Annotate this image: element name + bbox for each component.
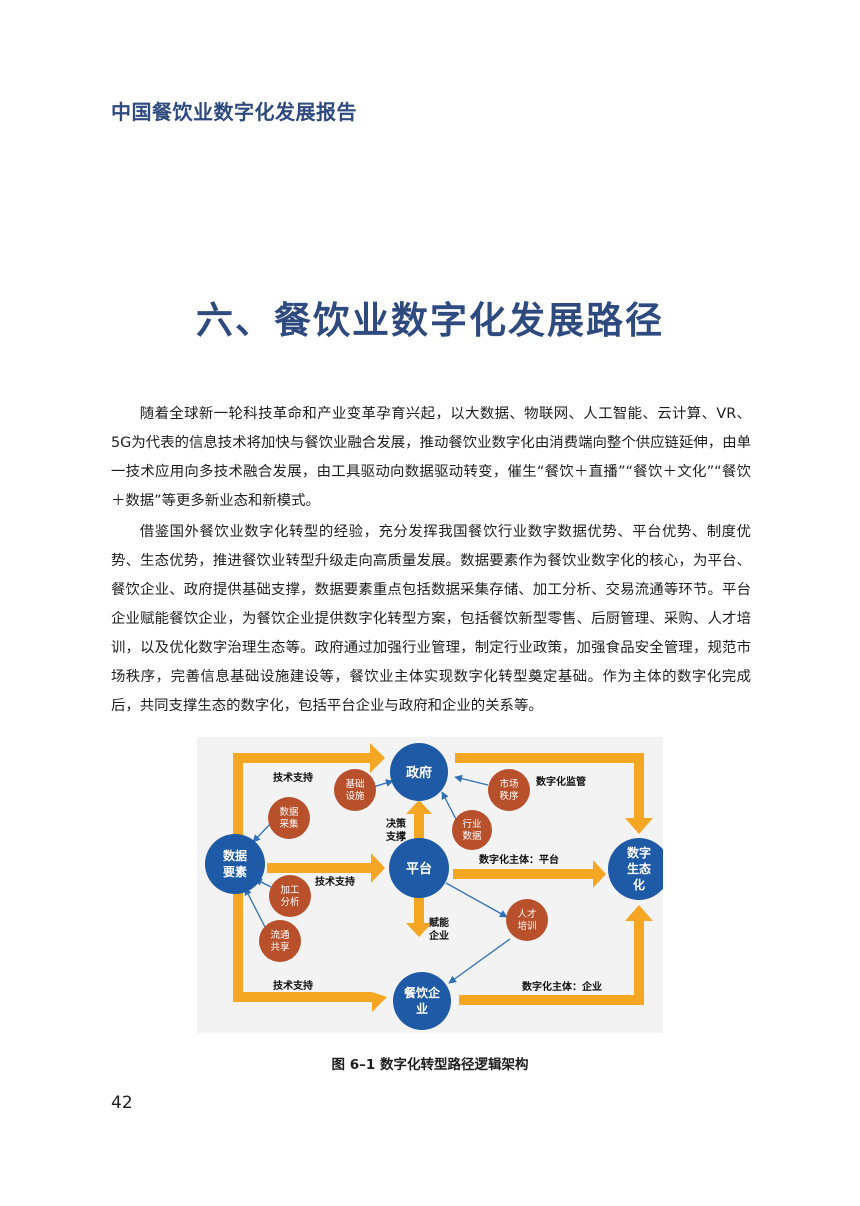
edge-labels: 技术支持 技术支持 技术支持 决策 支撑 赋能 企业 数字化监管 数字化主体：平… [273, 771, 602, 993]
node-processing-analysis: 加工 分析 [269, 875, 311, 917]
node-process-label-1: 加工 [280, 885, 300, 896]
label-tech-support-bottom: 技术支持 [273, 979, 313, 992]
page-number: 42 [111, 1093, 133, 1113]
node-ecology-label-3: 化 [633, 877, 645, 892]
connector-talent-to-enterprise [448, 938, 511, 984]
node-market-label-2: 秩序 [499, 790, 519, 802]
paragraph-1: 随着全球新一轮科技革命和产业变革孕育兴起，以大数据、物联网、人工智能、云计算、V… [111, 406, 751, 509]
connector-platform-to-talent [445, 882, 508, 918]
arrow-data-to-platform [267, 853, 385, 883]
connector-infra-to-gov [372, 779, 394, 788]
label-subject-enterprise: 数字化主体：企业 [522, 980, 602, 993]
node-enterprise: 餐饮企 业 [393, 972, 451, 1030]
node-data-label-1: 数据 [223, 848, 247, 863]
label-empower-2: 企业 [428, 929, 449, 942]
node-data-element: 数据 要素 [205, 834, 265, 894]
node-circulation-sharing: 流通 共享 [259, 920, 301, 962]
node-infra-label-1: 基础 [345, 778, 364, 790]
label-tech-support-mid: 技术支持 [315, 875, 355, 888]
flow-arrows [233, 743, 653, 1012]
node-talent-training: 人才 培训 [506, 899, 548, 941]
paragraph-2: 借鉴国外餐饮业数字化转型的经验，充分发挥我国餐饮行业数字数据优势、平台优势、制度… [111, 524, 751, 714]
arrow-gov-to-ecology [455, 753, 653, 834]
node-share-label-1: 流通 [270, 929, 290, 941]
node-enterprise-label-2: 业 [416, 1001, 428, 1016]
node-infrastructure: 基础 设施 [334, 769, 376, 811]
label-digital-regulation: 数字化监管 [536, 775, 586, 788]
connector-market-to-gov [454, 774, 489, 786]
chapter-title: 六、餐饮业数字化发展路径 [196, 298, 664, 342]
node-data-label-2: 要素 [223, 864, 247, 879]
label-decision-2: 支撑 [385, 830, 406, 843]
arrow-data-to-gov [233, 743, 385, 840]
node-gov: 政府 [390, 743, 448, 801]
node-ecology: 数字 生态 化 [608, 838, 663, 900]
node-ecology-label-1: 数字 [627, 845, 651, 860]
arrow-platform-to-enterprise [406, 897, 432, 937]
figure-caption: 图 6–1 数字化转型路径逻辑架构 [331, 1057, 529, 1073]
node-talent-label-1: 人才 [517, 908, 536, 920]
node-process-label-2: 分析 [280, 896, 300, 908]
node-enterprise-label-1: 餐饮企 [404, 985, 441, 1000]
node-share-label-2: 共享 [270, 941, 289, 953]
arrow-platform-to-gov [406, 800, 432, 841]
node-industry-data: 行业 数据 [452, 810, 492, 850]
node-collect-label-1: 数据 [279, 806, 299, 818]
node-market-label-1: 市场 [499, 778, 518, 790]
running-header: 中国餐饮业数字化发展报告 [111, 100, 357, 124]
label-decision-1: 决策 [386, 817, 407, 830]
label-subject-platform: 数字化主体：平台 [479, 853, 559, 866]
arrow-platform-to-ecology [453, 860, 606, 888]
arrow-enterprise-to-ecology [459, 905, 653, 1005]
node-infra-label-2: 设施 [345, 790, 365, 802]
label-empower-1: 赋能 [429, 916, 449, 929]
node-industry-label-2: 数据 [462, 830, 482, 842]
node-data-collection: 数据 采集 [268, 797, 310, 839]
node-platform: 平台 [389, 838, 449, 898]
node-ecology-label-2: 生态 [627, 861, 651, 876]
node-gov-label: 政府 [406, 765, 432, 781]
node-talent-label-2: 培训 [517, 920, 536, 932]
node-collect-label-2: 采集 [279, 818, 299, 830]
node-industry-label-1: 行业 [462, 818, 481, 830]
node-platform-label: 平台 [406, 861, 432, 877]
body-text: 随着全球新一轮科技革命和产业变革孕育兴起，以大数据、物联网、人工智能、云计算、V… [111, 400, 751, 723]
node-market-order: 市场 秩序 [488, 769, 530, 811]
logic-architecture-diagram: 政府 数据 要素 平台 数字 生态 化 餐饮企 业 基础 设施 市场 秩序 行业… [197, 737, 663, 1033]
label-tech-support-top: 技术支持 [273, 771, 313, 784]
connector-share-to-data [244, 887, 266, 928]
